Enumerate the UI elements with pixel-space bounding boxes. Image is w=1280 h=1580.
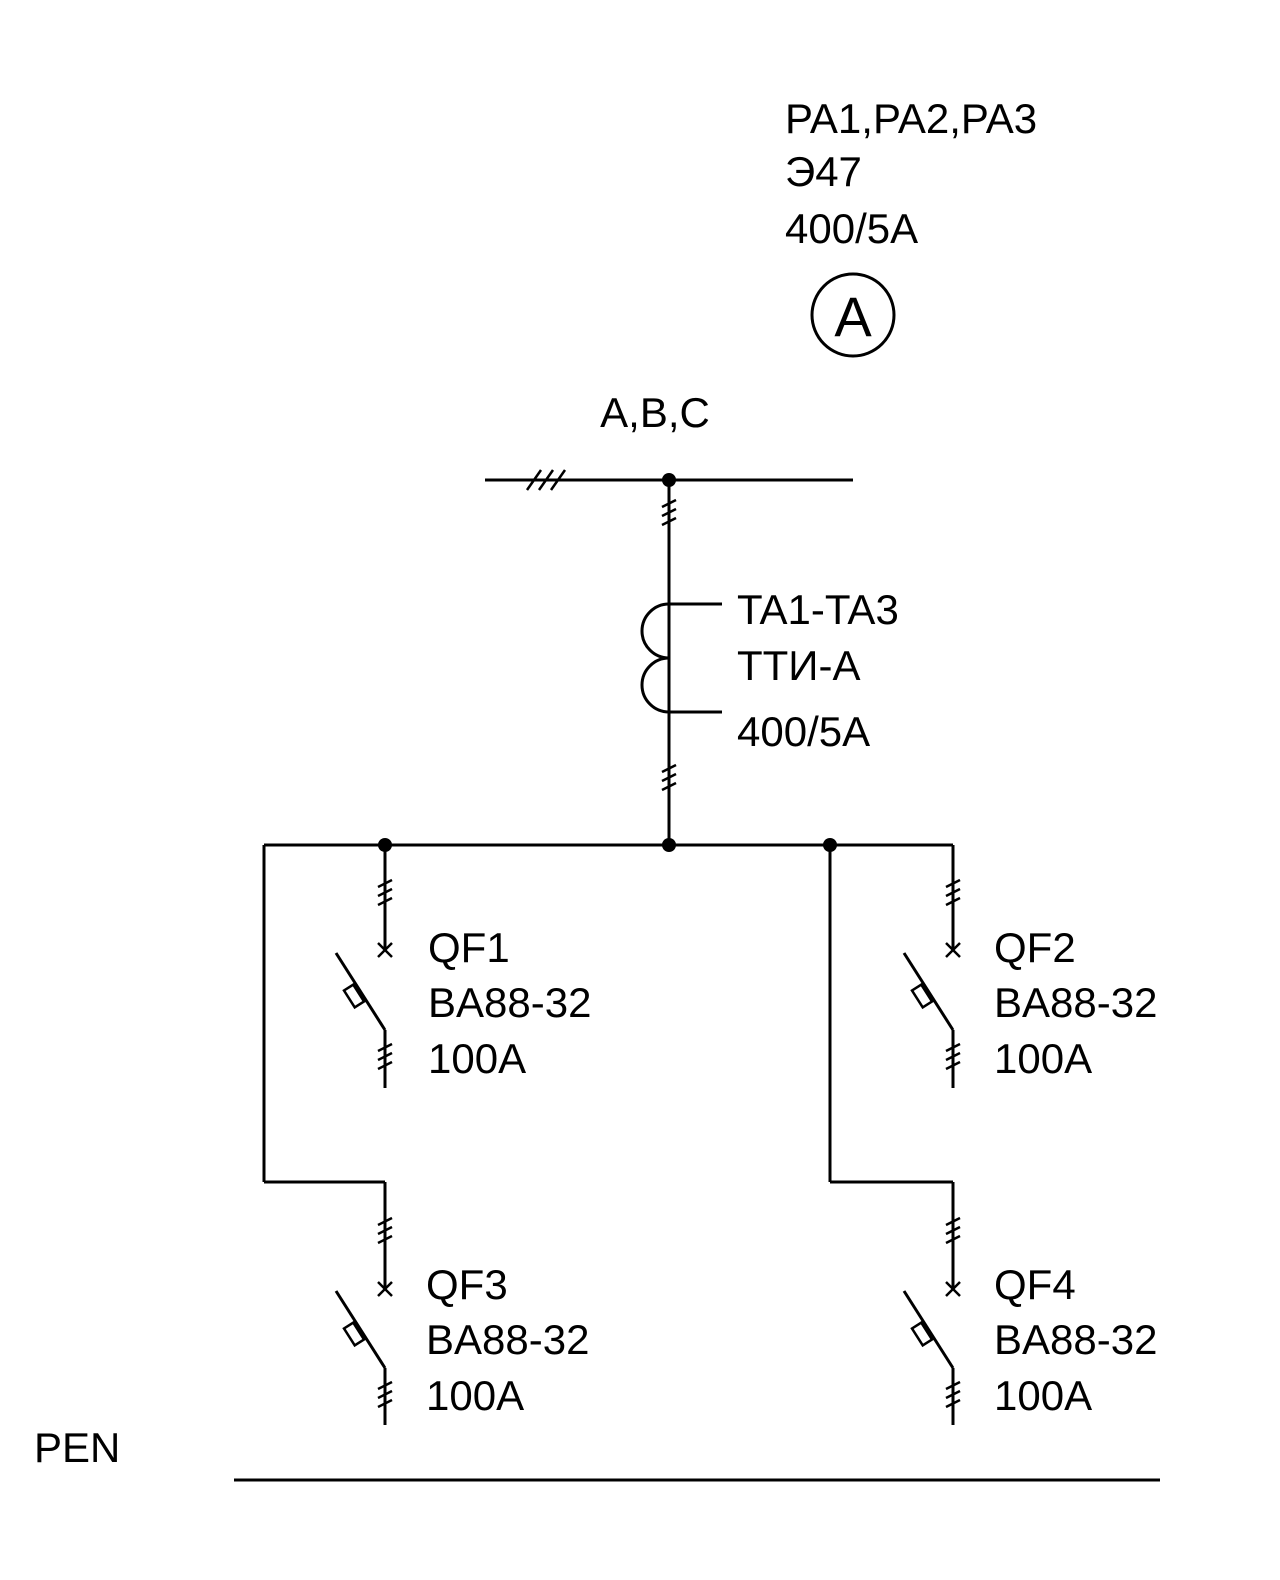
breaker-qf1-label: QF1 BA88-32 100A — [428, 924, 591, 1082]
svg-text:QF4: QF4 — [994, 1261, 1076, 1308]
svg-text:BA88-32: BA88-32 — [426, 1316, 589, 1363]
breaker-qf3-label: QF3 BA88-32 100A — [426, 1261, 589, 1419]
breaker-qf2 — [902, 845, 961, 1088]
svg-text:BA88-32: BA88-32 — [994, 979, 1157, 1026]
svg-text:100A: 100A — [426, 1372, 524, 1419]
ammeter-label: PA1,PA2,PA3 Э47 400/5A — [785, 95, 1037, 252]
ct-type: ТТИ-А — [737, 642, 861, 689]
svg-text:100A: 100A — [994, 1035, 1092, 1082]
breaker-qf3 — [334, 1182, 393, 1425]
svg-text:BA88-32: BA88-32 — [428, 979, 591, 1026]
breaker-qf4 — [902, 1182, 961, 1425]
distribution-bus — [262, 838, 953, 1184]
breaker-qf4-label: QF4 BA88-32 100A — [994, 1261, 1157, 1419]
svg-text:100A: 100A — [994, 1372, 1092, 1419]
svg-text:QF2: QF2 — [994, 924, 1076, 971]
svg-text:100A: 100A — [428, 1035, 526, 1082]
current-transformer-symbol — [640, 602, 722, 714]
main-feeder — [661, 480, 677, 845]
bus-phases-label: A,B,C — [600, 389, 710, 436]
svg-text:QF3: QF3 — [426, 1261, 508, 1308]
breaker-qf1 — [334, 845, 393, 1088]
ammeter-type: Э47 — [785, 148, 862, 195]
svg-text:QF1: QF1 — [428, 924, 510, 971]
ammeter-designation: PA1,PA2,PA3 — [785, 95, 1037, 142]
svg-text:BA88-32: BA88-32 — [994, 1316, 1157, 1363]
ct-ratio: 400/5A — [737, 708, 870, 755]
ct-designation: TA1-TA3 — [737, 586, 899, 633]
breaker-qf2-label: QF2 BA88-32 100A — [994, 924, 1157, 1082]
ammeter-ratio: 400/5A — [785, 205, 918, 252]
ammeter-symbol: A — [810, 272, 896, 358]
current-transformer-label: TA1-TA3 ТТИ-А 400/5A — [737, 586, 899, 755]
ammeter-symbol-letter: A — [834, 285, 872, 348]
pen-label: PEN — [34, 1424, 120, 1471]
